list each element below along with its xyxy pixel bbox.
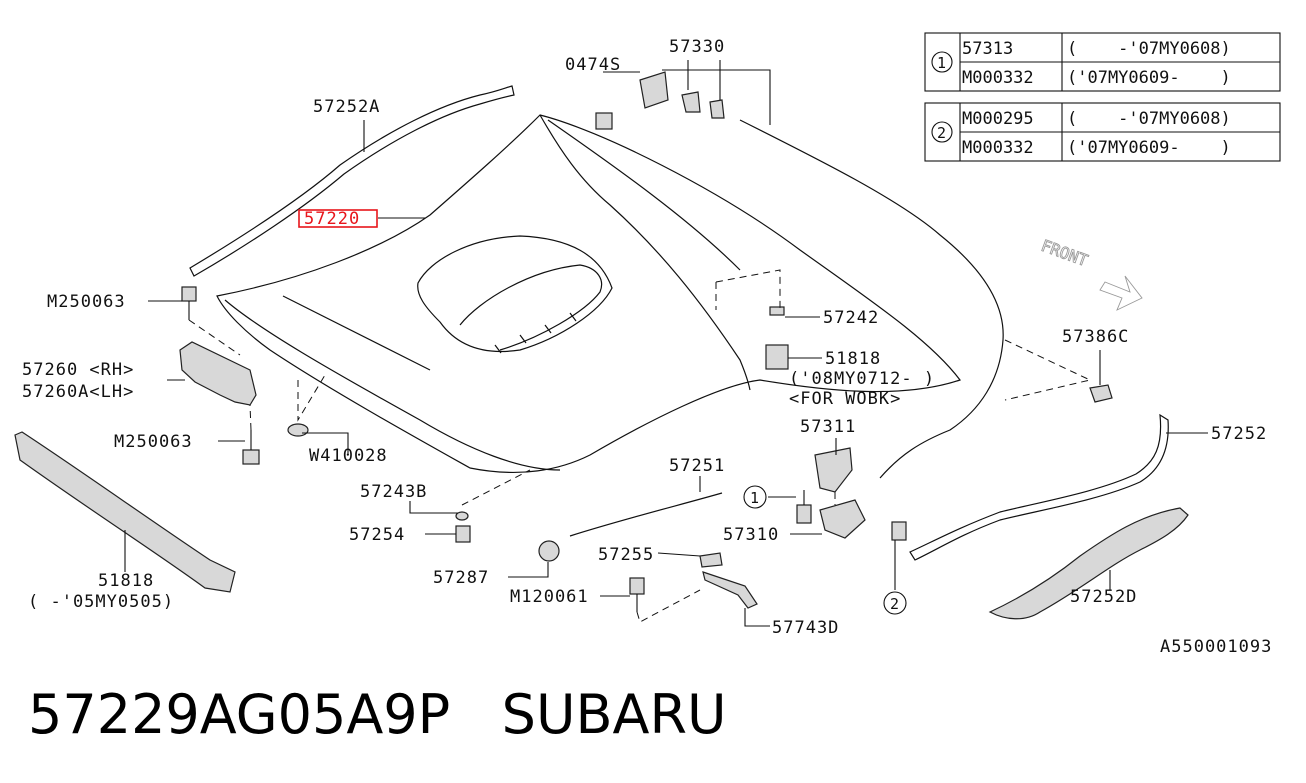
table-1-row-2-range: ('07MY0609- ) bbox=[1067, 68, 1231, 88]
striker-57311-drawing bbox=[814, 447, 853, 493]
hinge-57330-drawing bbox=[639, 71, 669, 109]
table-2-row-1-part[interactable]: M000295 bbox=[962, 109, 1034, 129]
grommet-w410028-drawing bbox=[287, 423, 309, 437]
svg-text:2: 2 bbox=[890, 595, 899, 613]
label-51818-wobk[interactable]: 51818 bbox=[825, 349, 881, 369]
label-57220[interactable]: 57220 bbox=[304, 209, 360, 229]
label-57251[interactable]: 57251 bbox=[669, 456, 725, 476]
ref-table-2: 2 M000295 ( -'07MY0608) M000332 ('07MY06… bbox=[924, 102, 1281, 162]
cable-57251-drawing bbox=[569, 492, 723, 537]
table-1-row-1-part[interactable]: 57313 bbox=[962, 39, 1013, 59]
weatherstrip-57252d-drawing bbox=[988, 507, 1189, 620]
latch-57310-drawing bbox=[819, 499, 866, 539]
svg-text:2: 2 bbox=[937, 124, 946, 142]
label-57386c[interactable]: 57386C bbox=[1062, 327, 1129, 347]
label-57287[interactable]: 57287 bbox=[433, 568, 489, 588]
table-1-marker bbox=[931, 51, 953, 73]
label-51818-wobk-note1: ('08MY0712- ) bbox=[789, 369, 935, 389]
diagram-reference-number: A550001093 bbox=[1160, 637, 1272, 657]
table-2-row-2-part[interactable]: M000332 bbox=[962, 138, 1034, 158]
svg-text:FRONT: FRONT bbox=[1039, 236, 1091, 270]
label-57311[interactable]: 57311 bbox=[800, 417, 856, 437]
label-w410028[interactable]: W410028 bbox=[309, 446, 388, 466]
label-57243b[interactable]: 57243B bbox=[360, 482, 427, 502]
table-1-row-2-part[interactable]: M000332 bbox=[962, 68, 1034, 88]
table-2-row-2-range: ('07MY0609- ) bbox=[1067, 138, 1231, 158]
bolt-drawings bbox=[181, 112, 907, 612]
label-57255[interactable]: 57255 bbox=[598, 545, 654, 565]
label-57252[interactable]: 57252 bbox=[1211, 424, 1267, 444]
seal-51818a-drawing bbox=[765, 344, 789, 370]
label-57242[interactable]: 57242 bbox=[823, 308, 879, 328]
release-cable-drawing bbox=[739, 119, 1004, 479]
label-57310[interactable]: 57310 bbox=[723, 525, 779, 545]
label-51818-seal[interactable]: 51818 bbox=[98, 571, 154, 591]
hood-panel-drawing bbox=[216, 114, 961, 474]
table-2-marker bbox=[931, 121, 953, 143]
bracket-57743d-drawing bbox=[702, 571, 758, 609]
ref-marker-2 bbox=[883, 591, 907, 615]
highlight-box-57220 bbox=[298, 209, 378, 228]
label-m120061[interactable]: M120061 bbox=[510, 587, 589, 607]
circled-ref-markers: 1 2 bbox=[743, 485, 907, 615]
label-57254[interactable]: 57254 bbox=[349, 525, 405, 545]
label-57743d[interactable]: 57743D bbox=[772, 618, 839, 638]
label-51818-wobk-note2: <FOR WOBK> bbox=[789, 389, 901, 409]
seal-51818-drawing bbox=[14, 431, 236, 593]
weatherstrip-57252a-drawing bbox=[189, 85, 515, 277]
front-arrow: FRONT bbox=[1038, 235, 1143, 311]
cushion-57287-drawing bbox=[538, 540, 560, 562]
weatherstrip-57252-drawing bbox=[909, 413, 1169, 561]
ref-marker-1 bbox=[743, 485, 767, 509]
label-51818-seal-note: ( -'05MY0505) bbox=[28, 592, 174, 612]
label-0474s[interactable]: 0474S bbox=[565, 55, 621, 75]
dashed-location-lines bbox=[188, 269, 1092, 623]
stay-57254-drawing bbox=[455, 525, 471, 543]
svg-text:1: 1 bbox=[750, 489, 759, 507]
table-1-row-1-range: ( -'07MY0608) bbox=[1067, 39, 1231, 59]
part-labels: 57252A 57220 M250063 57260 <RH> 57260A<L… bbox=[22, 37, 1272, 657]
label-57252a[interactable]: 57252A bbox=[313, 97, 380, 117]
ref-table-1: 1 57313 ( -'07MY0608) M000332 ('07MY0609… bbox=[924, 32, 1281, 92]
bumper-57386c-drawing bbox=[1089, 384, 1113, 403]
label-57260a-lh[interactable]: 57260A<LH> bbox=[22, 382, 134, 402]
label-57260-rh[interactable]: 57260 <RH> bbox=[22, 360, 134, 380]
svg-text:1: 1 bbox=[937, 54, 946, 72]
table-2-row-1-range: ( -'07MY0608) bbox=[1067, 109, 1231, 129]
label-57330[interactable]: 57330 bbox=[669, 37, 725, 57]
leader-lines bbox=[124, 60, 1208, 627]
bracket-57260-drawing bbox=[179, 341, 257, 406]
label-m250063-bottom[interactable]: M250063 bbox=[114, 432, 193, 452]
part-number-caption: 57229AG05A9P SUBARU bbox=[28, 683, 727, 746]
label-57252d[interactable]: 57252D bbox=[1070, 587, 1137, 607]
clip-57242-drawing bbox=[769, 306, 785, 316]
washer-57243b-drawing bbox=[455, 511, 469, 521]
label-m250063-top[interactable]: M250063 bbox=[47, 292, 126, 312]
